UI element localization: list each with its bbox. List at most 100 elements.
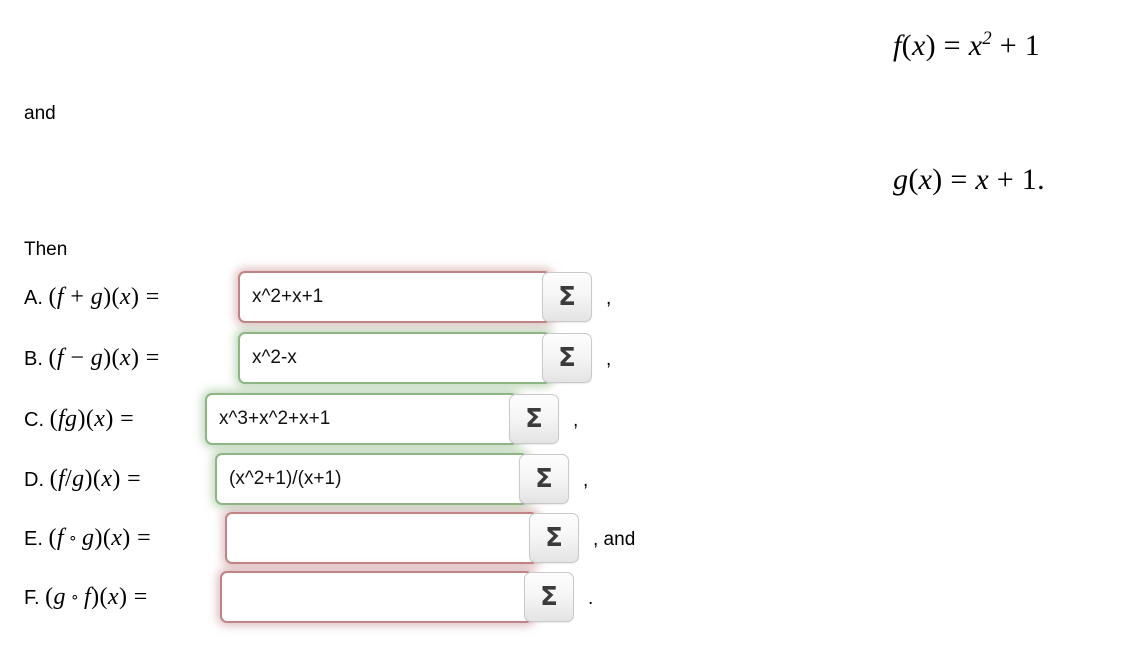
expr-first-function: f — [56, 525, 64, 551]
row-marker-f: F. — [24, 587, 46, 609]
expr-first-function: g — [53, 584, 66, 610]
row-expression-b: (f − g)(x) = — [48, 345, 159, 371]
row-trailing-punctuation-a: , — [606, 288, 612, 309]
equation-g-variable: x — [918, 163, 933, 196]
expr-variable: x — [94, 406, 106, 432]
sigma-icon-button-d[interactable]: Σ — [519, 454, 569, 504]
expr-second-function: g — [72, 466, 85, 492]
sigma-icon-button-c[interactable]: Σ — [509, 394, 559, 444]
row-trailing-punctuation-c: , — [573, 410, 579, 431]
expr-equals: ) = — [118, 584, 148, 610]
answer-input-wrapper-b — [238, 332, 551, 384]
answer-row-label-a: A. (f + g)(x) = — [24, 285, 160, 309]
answer-row-label-c: C. (fg)(x) = — [24, 407, 134, 431]
expr-first-function: f — [56, 345, 64, 371]
equation-g-paren-close: ) — [932, 163, 943, 196]
equation-f-base: x — [968, 29, 983, 62]
expr-first-function: f — [57, 466, 66, 492]
row-marker-e: E. — [24, 528, 49, 550]
sigma-icon-button-e[interactable]: Σ — [529, 513, 579, 563]
equation-g-definition: g(x) = x + 1. — [893, 163, 1045, 197]
row-expression-f: (g ∘ f)(x) = — [45, 584, 148, 610]
expr-equals: ) = — [130, 284, 160, 310]
row-marker-b: B. — [24, 348, 49, 370]
answer-cluster-e: Σ , and — [225, 512, 635, 564]
expr-operator: / — [65, 466, 73, 492]
sigma-icon-button-f[interactable]: Σ — [524, 572, 574, 622]
expr-equals: ) = — [130, 345, 160, 371]
expr-paren-open: ( — [49, 466, 58, 492]
expr-variable: x — [119, 345, 131, 371]
sigma-icon: Σ — [535, 464, 553, 494]
answer-input-d[interactable] — [215, 453, 528, 505]
equation-g-equals: = — [942, 163, 976, 196]
answer-row-a: A. (f + g)(x) = Σ, — [0, 268, 1125, 326]
expr-first-function: f — [57, 406, 66, 432]
expr-equals: ) = — [122, 525, 152, 551]
expr-second-function: g — [65, 406, 78, 432]
equation-f-tail: + 1 — [991, 29, 1041, 62]
expr-second-function: f — [84, 584, 92, 610]
row-trailing-punctuation-e: , and — [593, 529, 636, 550]
expr-operator: ∘ — [65, 590, 85, 606]
answer-input-a[interactable] — [238, 271, 551, 323]
sigma-icon: Σ — [540, 582, 558, 612]
row-expression-a: (f + g)(x) = — [48, 284, 159, 310]
answer-input-e[interactable] — [225, 512, 538, 564]
answer-row-label-f: F. (g ∘ f)(x) = — [24, 585, 148, 609]
equation-f-equals: = — [935, 29, 969, 62]
expr-second-function: g — [90, 284, 104, 310]
expr-paren-close: )( — [84, 466, 102, 492]
sigma-icon: Σ — [545, 523, 563, 553]
expr-equals: ) = — [112, 466, 142, 492]
expr-second-function: g — [82, 525, 95, 551]
expr-equals: ) = — [105, 406, 135, 432]
answer-input-wrapper-c — [205, 393, 518, 445]
answer-row-label-d: D. (f/g)(x) = — [24, 467, 141, 491]
expr-second-function: g — [90, 345, 104, 371]
sigma-icon: Σ — [558, 343, 576, 373]
equation-g-tail: + 1. — [988, 163, 1045, 196]
expr-paren-close: )( — [77, 406, 95, 432]
expr-operator: + — [63, 284, 91, 310]
expr-operator: − — [63, 345, 91, 371]
row-marker-c: C. — [24, 409, 50, 431]
expr-operator: ∘ — [63, 531, 83, 547]
expr-paren-open: ( — [49, 406, 58, 432]
equation-g-rhs: x — [975, 163, 989, 196]
row-trailing-punctuation-d: , — [583, 470, 589, 491]
sigma-icon-button-b[interactable]: Σ — [542, 333, 592, 383]
expr-variable: x — [107, 584, 119, 610]
answer-input-b[interactable] — [238, 332, 551, 384]
expr-variable: x — [101, 466, 113, 492]
answer-row-d: D. (f/g)(x) = Σ, — [0, 450, 1125, 508]
expr-paren-open: ( — [48, 284, 57, 310]
equation-g-paren-open: ( — [908, 163, 919, 196]
equation-g-lhs-name: g — [893, 163, 909, 196]
row-expression-d: (f/g)(x) = — [50, 466, 142, 492]
expr-paren-open: ( — [48, 345, 57, 371]
expr-paren-open: ( — [48, 525, 57, 551]
answer-row-label-b: B. (f − g)(x) = — [24, 346, 160, 370]
equation-f-exponent: 2 — [982, 28, 992, 49]
expr-paren-close: )( — [94, 525, 112, 551]
equation-f-definition: f(x) = x2 + 1 — [893, 28, 1040, 63]
answer-row-c: C. (fg)(x) = Σ, — [0, 390, 1125, 448]
row-expression-c: (fg)(x) = — [50, 406, 134, 432]
sigma-icon-button-a[interactable]: Σ — [542, 272, 592, 322]
row-marker-d: D. — [24, 469, 50, 491]
answer-input-wrapper-f — [220, 571, 533, 623]
expr-paren-open: ( — [45, 584, 54, 610]
prose-then: Then — [24, 239, 68, 260]
row-trailing-punctuation-f: . — [588, 588, 594, 609]
expr-paren-close: )( — [91, 584, 108, 610]
row-marker-a: A. — [24, 287, 49, 309]
expr-paren-close: )( — [103, 345, 120, 371]
answer-input-c[interactable] — [205, 393, 518, 445]
answer-cluster-d: Σ, — [215, 453, 588, 505]
answer-row-e: E. (f ∘ g)(x) = Σ , and — [0, 509, 1125, 567]
answer-cluster-c: Σ, — [205, 393, 578, 445]
expr-variable: x — [119, 284, 131, 310]
answer-input-f[interactable] — [220, 571, 533, 623]
row-expression-e: (f ∘ g)(x) = — [48, 525, 151, 551]
